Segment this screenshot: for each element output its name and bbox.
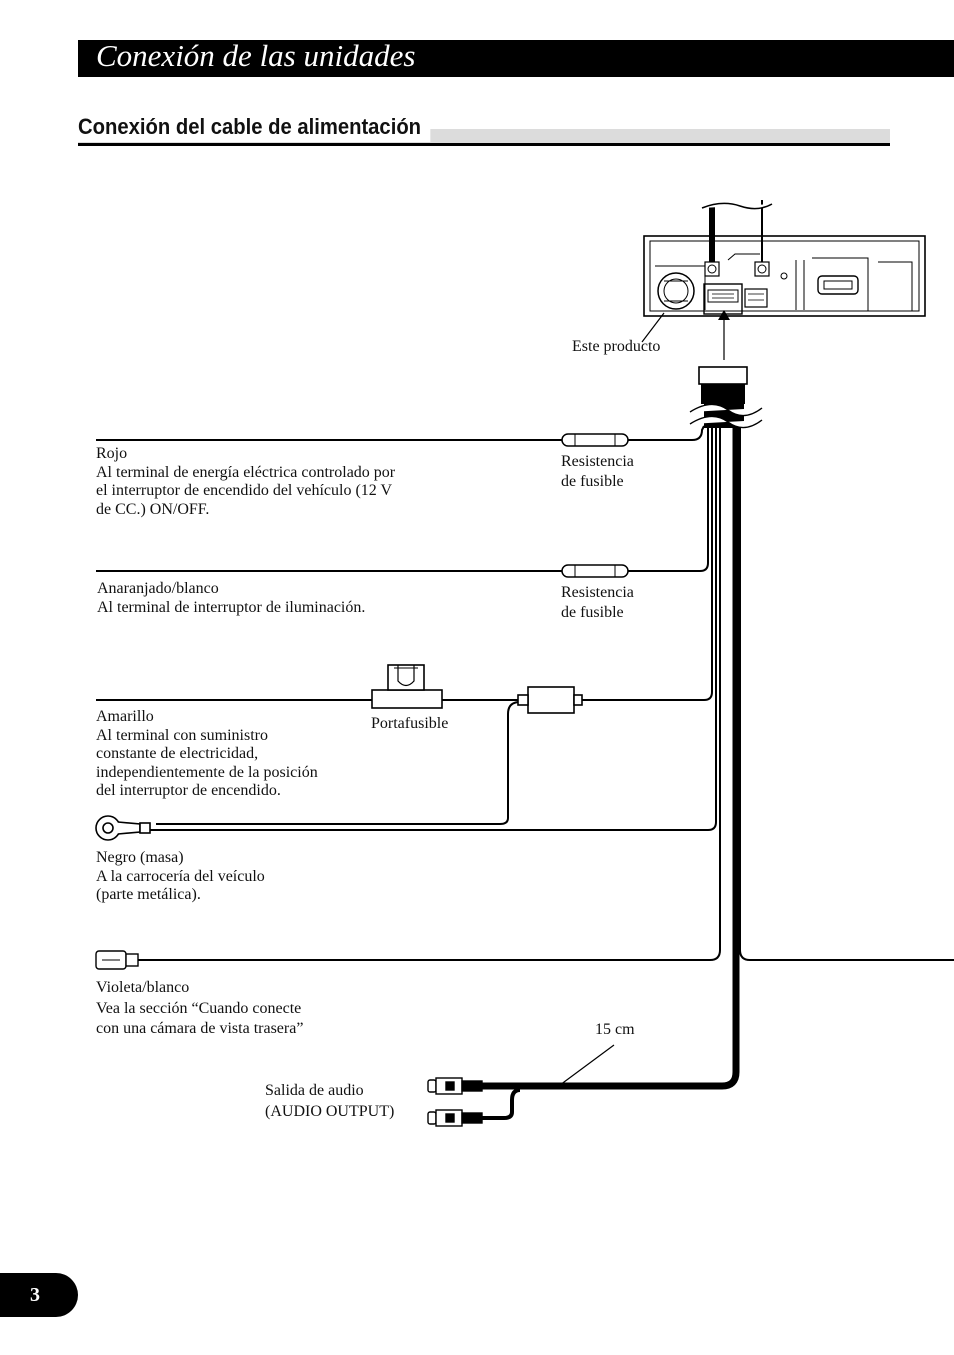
- rca-plug-icon: [427, 1077, 483, 1127]
- black-wire-label: Negro (masa) A la carrocería del veículo…: [96, 849, 265, 905]
- page-number: 3: [30, 1284, 40, 1306]
- section-title: Conexión del cable de alimentación: [78, 112, 431, 142]
- yellow-wire: [96, 428, 713, 825]
- ring-terminal-icon: [95, 815, 151, 841]
- wire-description-line: constante de electricidad,: [96, 745, 259, 762]
- fuse-resistor-2-label: Resistencia de fusible: [561, 584, 634, 622]
- orange-white-wire: [96, 428, 709, 572]
- fuse-resistor-1-label-line: Resistencia: [561, 453, 634, 470]
- fuse-resistor-1-label-line: de fusible: [561, 472, 624, 490]
- audio-output-label: Salida de audio (AUDIO OUTPUT): [265, 1080, 394, 1122]
- wire-color-name: Amarillo: [96, 708, 154, 725]
- wire-description-line: de CC.) ON/OFF.: [96, 500, 210, 518]
- page-title: Conexión de las unidades: [96, 38, 416, 73]
- wire-description-line: del interruptor de encendido.: [96, 782, 281, 799]
- page-number-badge: [0, 1273, 78, 1317]
- antenna-lead: [701, 200, 773, 262]
- wire-description-line: A la carrocería del veículo: [96, 867, 265, 885]
- orange-white-wire-label: Anaranjado/blanco Al terminal de interru…: [97, 580, 365, 617]
- wire-color-name: Negro (masa): [96, 849, 184, 866]
- section-heading: Conexión del cable de alimentación: [78, 112, 890, 146]
- wire-color-name: Rojo: [96, 445, 128, 462]
- wire-description-line: el interruptor de encendido del vehículo…: [96, 482, 393, 499]
- length-pointer-line: [559, 1044, 615, 1086]
- wire-description-line: con una cámara de vista trasera”: [96, 1020, 304, 1037]
- yellow-wire-label: Amarillo Al terminal con suministro cons…: [96, 708, 318, 801]
- header-bar: [78, 40, 954, 77]
- fuse-holder-label: Portafusible: [371, 715, 449, 732]
- wire-description-line: Vea la sección “Cuando conecte: [96, 999, 302, 1017]
- red-wire-label: Rojo Al terminal de energía eléctrica co…: [96, 445, 395, 519]
- wire-description-line: Al terminal de interruptor de iluminació…: [97, 598, 366, 616]
- audio-output-label-line: (AUDIO OUTPUT): [265, 1103, 395, 1120]
- female-connector-icon: [95, 950, 139, 970]
- wire-description-line: Al terminal con suministro: [96, 726, 268, 744]
- wire-description-line: Al terminal de energía eléctrica control…: [96, 463, 396, 481]
- wire-description-line: independientemente de la posición: [96, 763, 318, 781]
- inline-fuse-icon: [517, 686, 583, 714]
- violet-white-wire-label: Violeta/blanco Vea la sección “Cuando co…: [96, 978, 303, 1040]
- connector-arrow: [718, 310, 730, 320]
- product-label: Este producto: [572, 338, 661, 355]
- wire-color-name: Violeta/blanco: [96, 979, 190, 996]
- fuse-resistor-2-label-line: Resistencia: [561, 584, 634, 601]
- black-ground-wire: [150, 428, 717, 831]
- wire-color-name: Anaranjado/blanco: [97, 580, 219, 597]
- harness-connector: [698, 366, 748, 404]
- red-wire: [96, 425, 705, 441]
- fuse-resistor-1: [561, 433, 629, 447]
- wire-break-mark: [689, 403, 763, 429]
- length-label: 15 cm: [595, 1021, 635, 1038]
- fuse-resistor-1-label: Resistencia de fusible: [561, 453, 634, 491]
- fuse-resistor-2-label-line: de fusible: [561, 603, 624, 621]
- fuse-holder-icon: [371, 664, 443, 709]
- violet-white-wire: [138, 428, 721, 961]
- fuse-resistor-2: [561, 564, 629, 578]
- product-pointer-line: [641, 312, 665, 343]
- section-heading-rule: [78, 143, 890, 146]
- trunk-right-wire: [739, 428, 954, 961]
- head-unit-illustration: [643, 235, 926, 317]
- audio-output-label-line: Salida de audio: [265, 1082, 364, 1099]
- wire-description-line: (parte metálica).: [96, 886, 201, 903]
- audio-output-wire: [482, 428, 740, 1120]
